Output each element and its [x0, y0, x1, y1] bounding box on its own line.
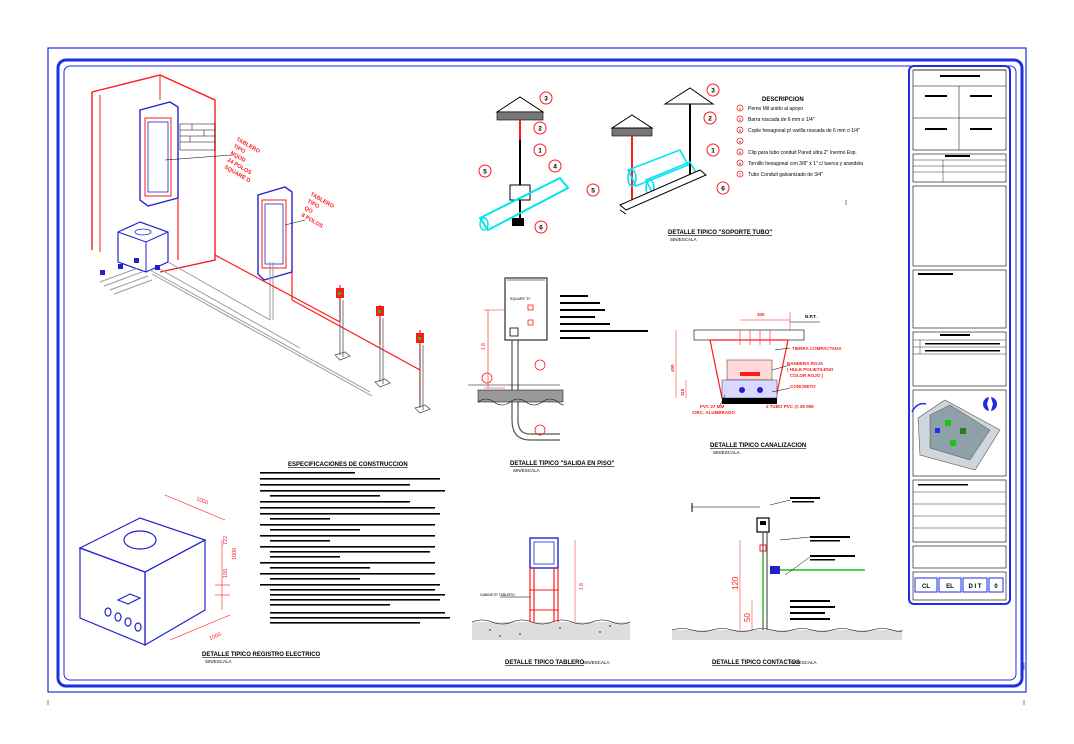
panel-label: GABINETE TABLERO — [480, 593, 515, 597]
description-heading: DESCRIPCION — [762, 97, 804, 103]
code-zero: 0 — [994, 584, 998, 590]
callout-2a: 2 — [538, 126, 542, 133]
trench-pvc: PVC 27 MM — [700, 404, 725, 409]
callout-5a: 5 — [483, 169, 487, 176]
electrical-box-dims — [164, 494, 231, 641]
box-dim-right-a: 1000 — [232, 548, 238, 560]
box-dim-top: 1000 — [195, 496, 209, 506]
outlet-scale: SIN/ESCALA — [790, 660, 817, 665]
desc-num-4: 4 — [739, 139, 742, 144]
panel-title: DETALLE TIPICO TABLERO — [505, 660, 584, 666]
desc-item-7: Tubo Conduit galvanizado de 3/4" — [748, 172, 823, 178]
title-block — [908, 65, 1011, 605]
box-dim-right-c: 150 — [223, 569, 229, 578]
trench-dim-top: 300 — [757, 312, 765, 317]
callout-1b: 1 — [711, 148, 715, 155]
desc-num-1: 1 — [739, 106, 742, 111]
callout-4a: 4 — [553, 164, 557, 171]
trench-scale: SIN/ESCALA — [713, 450, 740, 455]
callout-2b: 2 — [708, 116, 712, 123]
note-line-9: 8 POLOS — [300, 213, 324, 230]
trench-title: DETALLE TIPICO CANALIZACION — [710, 443, 806, 449]
callout-3a: 3 — [544, 96, 548, 103]
desc-num-7: 7 — [739, 172, 742, 177]
callout-5b: 5 — [591, 188, 595, 195]
code-cl: CL — [922, 584, 930, 590]
support-scale: SIN/ESCALA — [670, 237, 697, 242]
title-block-codes: CL EL D I T 0 — [914, 577, 1004, 593]
support-detail — [478, 87, 715, 232]
callout-3b: 3 — [711, 88, 715, 95]
box-dim-right-b: 722 — [223, 536, 229, 545]
code-el: EL — [946, 584, 954, 590]
outlet-detail — [671, 497, 903, 640]
trench-detail — [675, 312, 820, 406]
trench-labels: 300 N.P.T. 400 110 TIERRA COMPACTADA BAN… — [670, 312, 842, 415]
key-plan-map — [911, 394, 1001, 471]
note-line-2: TIPO — [232, 144, 247, 156]
electrical-box-detail — [78, 517, 207, 647]
desc-num-5: 5 — [739, 150, 742, 155]
specs-heading: ESPECIFICACIONES DE CONSTRUCCION — [288, 462, 408, 468]
electrical-box-dim-labels: 1000 1000 722 150 1000 — [195, 496, 238, 642]
desc-item-5: Clip para tubo conduit Pared ultra 2" In… — [748, 150, 857, 156]
inner-frame-line — [63, 65, 1017, 681]
floor-outlet-box-label: SQUARE "D" — [510, 297, 532, 301]
outlet-title: DETALLE TIPICO CONTACTOS — [712, 660, 800, 666]
note-line-7: TIPO — [306, 199, 321, 211]
trench-dim-side: 110 — [680, 388, 685, 396]
outlet-height-1: 120 — [731, 576, 740, 590]
outlet-height-2: 50 — [743, 613, 752, 622]
desc-item-1: Perno Mil unido al apoyo — [748, 106, 803, 112]
desc-item-2: Barra roscada de 6 mm o 1/4" — [748, 117, 815, 123]
box-dim-bottom: 1000 — [209, 632, 223, 642]
floor-outlet-title: DETALLE TIPICO "SALIDA EN PISO" — [510, 461, 615, 467]
trench-level: N.P.T. — [805, 314, 817, 319]
desc-num-6: 6 — [739, 161, 742, 166]
code-dit: D I T — [969, 584, 982, 590]
trench-concrete: CONCRETO — [790, 384, 816, 389]
trench-dim-left: 400 — [670, 364, 675, 372]
trench-flag: BANDERA ROJA — [787, 361, 824, 366]
callout-1a: 1 — [538, 148, 542, 155]
callout-6a: 6 — [539, 225, 543, 232]
floor-outlet-height: 1.8 — [481, 343, 487, 350]
specs-text-lines — [260, 472, 450, 624]
trench-poly: ( HULE POLIETILENO — [787, 367, 834, 372]
callout-6b: 6 — [721, 186, 725, 193]
panel-height: 1.8 — [579, 583, 585, 590]
floor-outlet-detail — [468, 277, 648, 441]
support-callouts: 3 2 1 4 5 6 3 2 1 5 6 — [478, 83, 730, 234]
electrical-box-title: DETALLE TIPICO REGISTRO ELECTRICO — [202, 652, 321, 658]
desc-num-2: 2 — [739, 117, 742, 122]
desc-num-3: 3 — [739, 128, 742, 133]
trench-tube: 2 TUBO PVC @ 35 MM — [766, 404, 814, 409]
note-line-8: QO — [303, 206, 314, 216]
panel-notes: TABLERO TIPO NQOD 24 POLOS SQUARE D TABL… — [223, 137, 335, 230]
desc-item-3: Cople hexagonal p/ varilla roscada de 6 … — [748, 128, 860, 134]
panel-scale: SIN/ESCALA — [583, 660, 610, 665]
panel-detail — [471, 537, 631, 640]
outer-frame — [47, 47, 1027, 693]
trench-compacted-soil: TIERRA COMPACTADA — [792, 346, 842, 351]
trench-lighting: CIRC. ALUMBRADO — [692, 410, 735, 415]
desc-item-6: Tornillo hexagonal con 3/8" x 1" c/ tuer… — [748, 161, 863, 167]
electrical-box-scale: SIN/ESCALA — [205, 659, 232, 664]
description-list: DESCRIPCION 1 Perno Mil unido al apoyo 2… — [736, 97, 863, 178]
inner-frame — [56, 58, 1024, 688]
trench-color: COLOR ROJO ) — [790, 373, 824, 378]
support-title: DETALLE TIPICO "SOPORTE TUBO" — [668, 230, 772, 236]
isometric-view — [91, 74, 431, 414]
floor-outlet-scale: SIN/ESCALA — [513, 468, 540, 473]
